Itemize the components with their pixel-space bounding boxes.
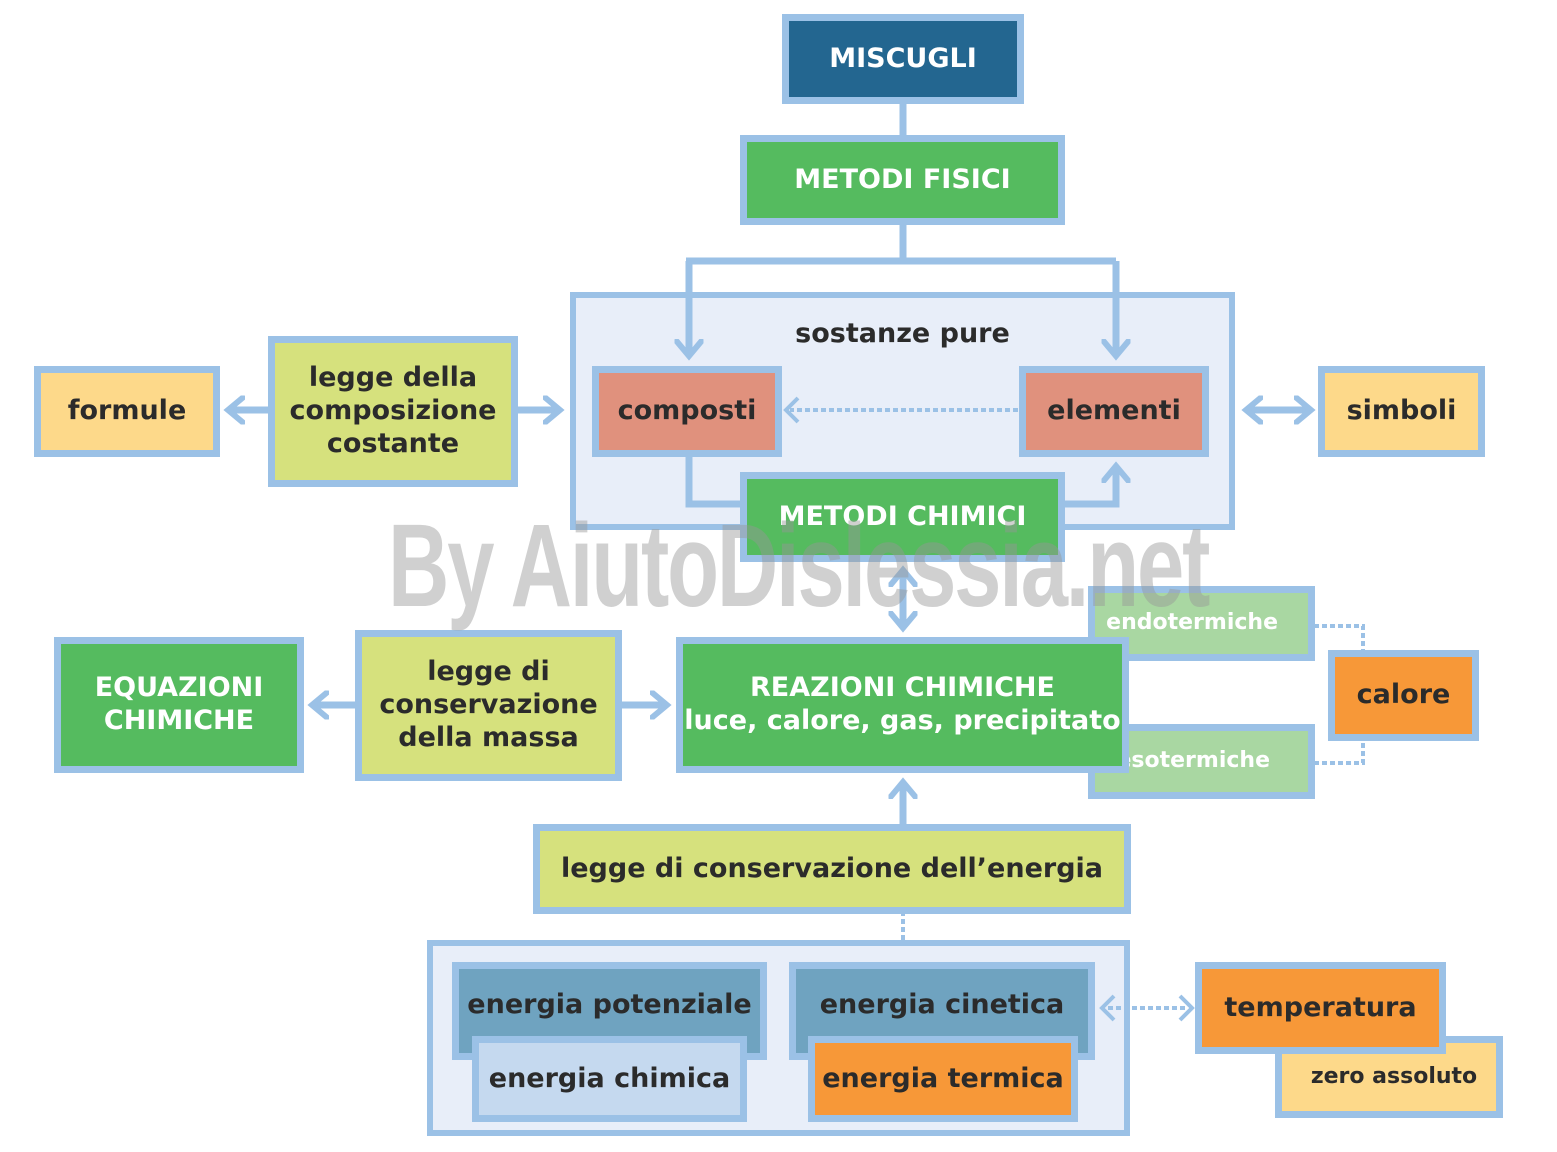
- node-metodi-fisici: METODI FISICI: [740, 135, 1065, 225]
- node-legge-conservazione-energia: legge di conservazione dell’energia: [533, 824, 1131, 914]
- node-energia-chimica: energia chimica: [472, 1036, 747, 1122]
- node-equazioni-chimiche: EQUAZIONI CHIMICHE: [54, 637, 304, 773]
- node-miscugli: MISCUGLI: [782, 14, 1024, 104]
- reazioni-chimiche-subtitle: luce, calore, gas, precipitato: [684, 705, 1121, 736]
- dotted-endotermiche-calore: [1314, 624, 1365, 653]
- node-simboli: simboli: [1318, 366, 1485, 457]
- reazioni-chimiche-title: REAZIONI CHIMICHE: [750, 672, 1055, 704]
- dotted-arrowhead-left: [783, 396, 800, 424]
- node-elementi: elementi: [1019, 366, 1209, 457]
- node-metodi-chimici: METODI CHIMICI: [740, 472, 1065, 562]
- node-energia-termica: energia termica: [808, 1036, 1078, 1122]
- node-legge-composizione: legge della composizione costante: [268, 336, 518, 487]
- arrow-chimici-elementi: [1060, 466, 1116, 508]
- dotted-arrowhead-cinetica: [1099, 994, 1116, 1022]
- connector-composti-chimici: [685, 453, 746, 508]
- node-legge-conservazione-massa: legge di conservazione della massa: [355, 630, 622, 781]
- node-composti: composti: [592, 366, 782, 457]
- dotted-esotermiche-calore: [1314, 738, 1365, 765]
- label-sostanze-pure: sostanze pure: [795, 318, 1010, 349]
- node-formule: formule: [34, 366, 220, 457]
- node-reazioni-chimiche: REAZIONI CHIMICHE luce, calore, gas, pre…: [676, 637, 1129, 773]
- node-calore: calore: [1328, 650, 1479, 741]
- dotted-arrowhead-temperatura: [1178, 994, 1195, 1022]
- node-temperatura: temperatura: [1195, 962, 1446, 1054]
